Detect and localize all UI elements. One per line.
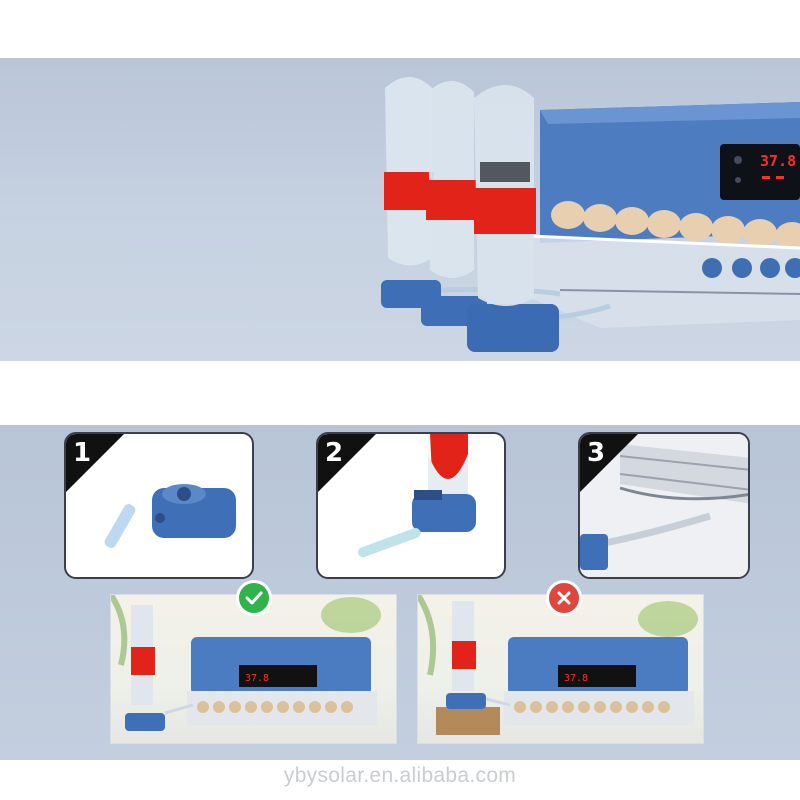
hero-product-illustration: 37.8 60: [381, 77, 800, 352]
svg-text:37.8: 37.8: [564, 673, 588, 684]
incubator: 37.8 60: [439, 102, 800, 328]
svg-text:37.8: 37.8: [245, 673, 269, 684]
step-number: 1: [73, 438, 92, 468]
correct-check-icon: [236, 580, 272, 616]
incorrect-setup-illustration: 37.8: [418, 595, 698, 735]
hero-banner: 37.8 60: [0, 58, 800, 361]
correct-setup-photo: 37.8: [110, 594, 397, 744]
watermark-text: ybysolar.en.alibaba.com: [283, 764, 517, 787]
incorrect-setup-photo: 37.8: [417, 594, 704, 744]
step-number: 2: [325, 438, 344, 468]
tube-and-base-illustration: [104, 484, 236, 548]
egg-row: [551, 201, 800, 250]
step-card-2: 2: [316, 432, 506, 579]
step-card-1: 1: [64, 432, 254, 579]
bottle-in-base-illustration: [357, 434, 476, 558]
incorrect-cross-icon: [546, 580, 582, 616]
step-number: 3: [587, 438, 606, 468]
water-bottles: [381, 77, 559, 352]
step-card-3: 3: [578, 432, 750, 579]
temperature-display: 37.8 60: [760, 152, 800, 170]
correct-setup-illustration: 37.8: [111, 595, 381, 731]
